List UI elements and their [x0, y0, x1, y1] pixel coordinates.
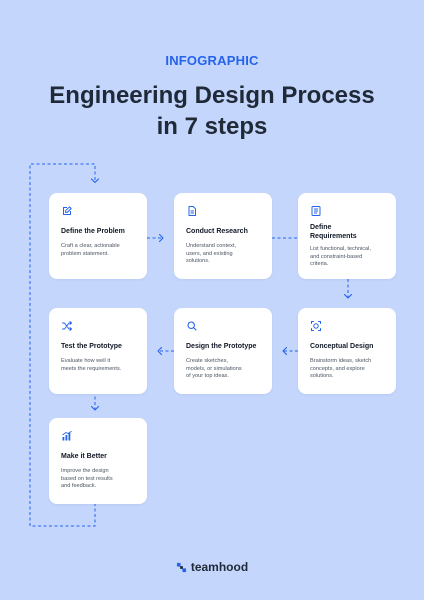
step-description-line: Craft a clear, actionable: [61, 243, 120, 249]
step-title: Define Requirements: [310, 223, 385, 241]
arrowhead-6-7: [90, 405, 100, 411]
document-icon: [186, 205, 198, 217]
edit-icon: [61, 205, 73, 217]
step-title-line: Define: [310, 224, 332, 231]
title-line-2: in 7 steps: [156, 113, 268, 140]
step-description: Brainstorm ideas, sketch concepts, and e…: [310, 358, 385, 381]
page-title: Engineering Design Process in 7 steps: [0, 80, 424, 142]
step-description-line: criteria.: [310, 261, 329, 268]
step-description-line: of your top ideas.: [186, 373, 229, 380]
step-description-line: problem statement.: [61, 250, 109, 257]
step-description-line: Improve the design: [61, 468, 109, 474]
step-card-design-prototype: Design the Prototype Create sketches, mo…: [174, 308, 272, 394]
step-description: Evaluate how well it meets the requireme…: [61, 358, 136, 373]
step-description-line: Evaluate how well it: [61, 358, 111, 364]
step-title: Design the Prototype: [186, 343, 257, 350]
step-card-define-problem: Define the Problem Craft a clear, action…: [49, 193, 147, 279]
step-title-line: Requirements: [310, 233, 357, 240]
step-title: Test the Prototype: [61, 343, 122, 350]
step-card-conceptual-design: Conceptual Design Brainstorm ideas, sket…: [298, 308, 396, 394]
arrowhead-loop: [90, 178, 100, 184]
teamhood-logo-icon: [176, 562, 187, 573]
focus-icon: [310, 320, 322, 332]
step-description: Craft a clear, actionable problem statem…: [61, 243, 136, 258]
step-description-line: solutions.: [186, 258, 210, 265]
step-card-test-prototype: Test the Prototype Evaluate how well it …: [49, 308, 147, 394]
list-icon: [310, 205, 322, 217]
step-description: Understand context, users, and existing …: [186, 243, 261, 266]
step-title: Make it Better: [61, 453, 107, 460]
arrowhead-5-6: [157, 346, 163, 356]
step-title: Conduct Research: [186, 228, 248, 235]
shuffle-icon: [61, 320, 73, 332]
arrowhead-4-5: [282, 346, 288, 356]
title-line-1: Engineering Design Process: [49, 82, 375, 109]
step-description-line: and feedback.: [61, 483, 97, 490]
infographic-kicker: INFOGRAPHIC: [165, 53, 259, 68]
step-description-line: Brainstorm ideas, sketch: [310, 358, 372, 364]
chart-icon: [61, 430, 73, 442]
step-title: Define the Problem: [61, 228, 125, 235]
step-description-line: meets the requirements.: [61, 365, 122, 372]
step-card-conduct-research: Conduct Research Understand context, use…: [174, 193, 272, 279]
brand-footer: teamhood: [0, 560, 424, 574]
arrowhead-3-4: [343, 293, 353, 299]
step-card-define-requirements: Define Requirements List functional, tec…: [298, 193, 396, 279]
step-description-line: based on test results: [61, 475, 113, 482]
step-description-line: and constraint-based: [310, 253, 363, 260]
search-icon: [186, 320, 198, 332]
step-description-line: Create sketches,: [186, 358, 228, 364]
step-description: Improve the design based on test results…: [61, 468, 136, 491]
step-description-line: concepts, and explore: [310, 365, 365, 372]
step-description-line: users, and existing: [186, 250, 233, 257]
step-description-line: solutions.: [310, 373, 334, 380]
step-description-line: Understand context,: [186, 243, 237, 249]
step-description: Create sketches, models, or simulations …: [186, 358, 261, 381]
step-description-line: List functional, technical,: [310, 246, 371, 252]
step-title: Conceptual Design: [310, 343, 374, 350]
step-description: List functional, technical, and constrai…: [310, 246, 385, 269]
brand-name: teamhood: [190, 560, 249, 574]
arrowhead-1-2: [158, 233, 164, 243]
step-description-line: models, or simulations: [186, 365, 242, 372]
step-card-make-it-better: Make it Better Improve the design based …: [49, 418, 147, 504]
